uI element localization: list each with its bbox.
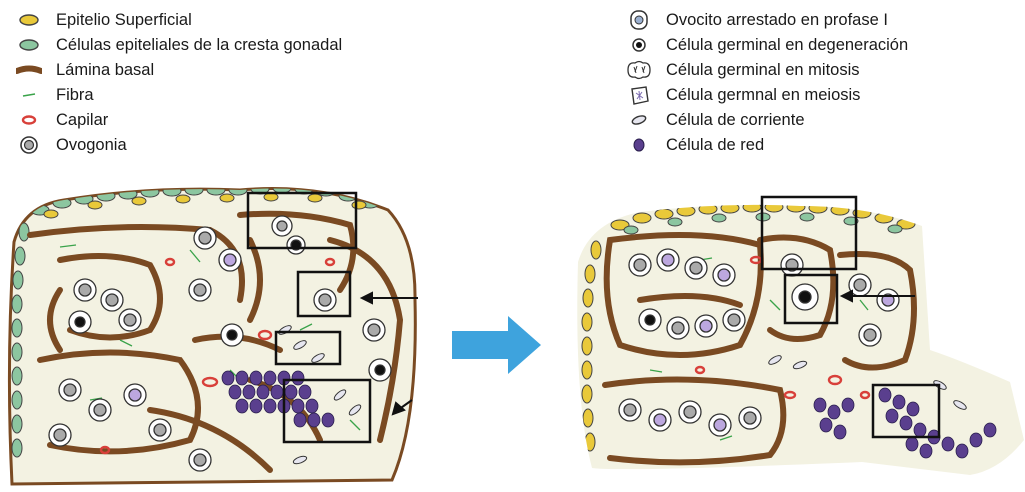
legend-label: Célula germinal en degeneración (666, 36, 909, 54)
meiosis-cell-icon (631, 86, 649, 105)
right-gonad-section (577, 195, 1024, 475)
legend-label: Fibra (56, 86, 94, 104)
legend-label: Célula de red (666, 136, 765, 154)
ovogonia-cell-icon (20, 136, 38, 154)
legend-label: Célula de corriente (666, 111, 805, 129)
left-pointer-arrows (359, 291, 418, 416)
arrested-oocyte-icon (630, 10, 648, 30)
legend-label: Célula germnal en meiosis (666, 86, 861, 104)
legend-left: Epitelio Superficial Células epiteliales… (16, 8, 526, 178)
mitosis-cell-icon (627, 60, 651, 80)
left-germ-cells (48, 215, 392, 472)
left-gonad-section (7, 187, 418, 486)
right-focus-boxes (760, 195, 941, 439)
stream-cell-icon (631, 115, 647, 125)
legend-label: Epitelio Superficial (56, 11, 192, 29)
legend-label: Capilar (56, 111, 109, 129)
left-focus-boxes (246, 191, 372, 444)
legend-label: Lámina basal (56, 61, 155, 79)
legend-label: Ovocito arrestado en profase I (666, 11, 888, 29)
legend-label: Célula germinal en mitosis (666, 61, 860, 79)
transition-arrow-icon (452, 316, 541, 374)
legend-label: Células epiteliales de la cresta gonadal (56, 36, 343, 54)
brown-band-icon (16, 65, 42, 74)
yellow-oval-icon (19, 14, 39, 26)
green-fiber-icon (22, 93, 36, 97)
red-capillary-icon (21, 115, 37, 125)
green-oval-icon (19, 39, 39, 51)
right-pointer-arrows (839, 289, 915, 303)
right-rete-cells (813, 387, 997, 459)
degenerating-cell-icon (632, 38, 646, 52)
rete-cell-icon (633, 138, 645, 152)
legend-label: Ovogonia (56, 136, 127, 154)
left-rete-cells (221, 370, 335, 428)
legend-right: Ovocito arrestado en profase I Célula ge… (626, 8, 1025, 168)
right-basal-lamina (602, 232, 917, 466)
right-germ-cells (618, 248, 900, 437)
